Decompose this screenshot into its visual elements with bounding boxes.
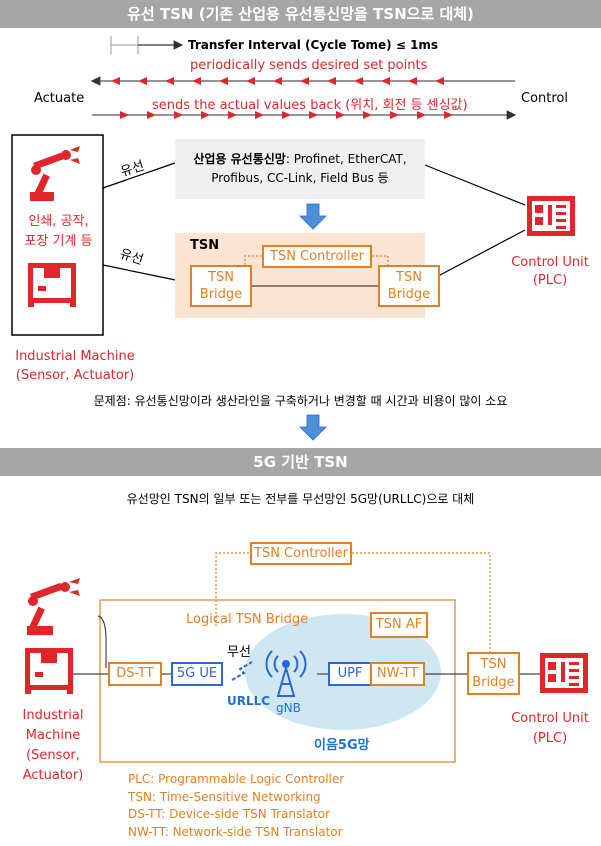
ue-box: 5G UE [171, 662, 223, 686]
gnb-label: gNB [276, 701, 301, 715]
logical-bridge-label: Logical TSN Bridge [186, 612, 309, 627]
legacy-network-text: 산업용 유선통신망: Profinet, EtherCAT, Profibus,… [175, 150, 425, 188]
logical-bridge-frame [99, 599, 456, 763]
tsn-controller-box: TSN Controller [250, 542, 352, 565]
down-arrow-icon [299, 414, 327, 441]
down-arrow-icon [299, 203, 327, 230]
legend-item: PLC: Programmable Logic Controller [128, 772, 345, 786]
control-unit-label: Control Unit (PLC) [511, 711, 589, 746]
set-points-line [90, 76, 515, 86]
legacy-network-box [175, 139, 425, 199]
actuate-label: Actuate [34, 91, 85, 106]
lightning-icon [231, 661, 253, 681]
nw-tt-box: NW-TT [370, 662, 425, 686]
set-points-label: periodically sends desired set points [190, 58, 428, 73]
tsn-label: TSN [190, 238, 220, 253]
actual-values-label: sends the actual values back (위치, 회전 등 센… [152, 98, 468, 113]
top-banner: 유선 TSN (기존 산업용 유선통신망을 TSN으로 대체) [0, 0, 601, 28]
control-unit-label: Control Unit (PLC) [511, 255, 589, 288]
ds-tt-box: DS-TT [108, 662, 162, 686]
cycle-bracket [110, 36, 184, 54]
tsn-bridge-right: TSN Bridge [378, 265, 440, 307]
transfer-interval-label: Transfer Interval (Cycle Tome) ≤ 1ms [188, 38, 439, 52]
legend: PLC: Programmable Logic Controller TSN: … [128, 771, 344, 841]
tsn-af-box: TSN AF [370, 612, 428, 638]
bottom-banner: 5G 기반 TSN [0, 448, 601, 476]
wireless-label: 무선 [227, 645, 251, 660]
industrial-machine-label: Industrial Machine (Sensor, Actuator) [15, 349, 135, 383]
machine-types-label: 인쇄, 공작, 포장 기계 등 [24, 214, 93, 249]
problem-statement: 문제점: 유선통신망이라 생산라인을 구축하거나 변경할 때 시간과 비용이 많… [93, 394, 508, 408]
tsn-bridge-box: TSN Bridge [467, 652, 520, 695]
industrial-machine-label: Industrial Machine (Sensor, Actuator) [22, 708, 84, 783]
legacy-network-list-2: Profibus, CC-Link, Field Bus 등 [211, 171, 389, 185]
machine-frame [11, 134, 104, 336]
legacy-network-title: 산업용 유선통신망 [193, 152, 286, 166]
tsn-controller-box: TSN Controller [262, 245, 372, 268]
legacy-network-list: : Profinet, EtherCAT, [285, 152, 407, 166]
bottom-subtitle: 유선망인 TSN의 일부 또는 전부를 무선망인 5G망(URLLC)으로 대체 [126, 492, 475, 506]
actual-values-line [92, 110, 517, 120]
legend-item: DS-TT: Device-side TSN Translator [128, 807, 330, 821]
urllc-label: URLLC [227, 694, 271, 708]
antenna-icon [265, 650, 307, 697]
tsn-bridge-left: TSN Bridge [190, 265, 252, 307]
upf-box: UPF [328, 662, 370, 686]
mobile-5g-label: 이음5G망 [314, 738, 370, 753]
legend-item: TSN: Time-Sensitive Networking [128, 789, 321, 804]
control-label: Control [521, 91, 568, 106]
legend-item: NW-TT: Network-side TSN Translator [128, 824, 343, 839]
